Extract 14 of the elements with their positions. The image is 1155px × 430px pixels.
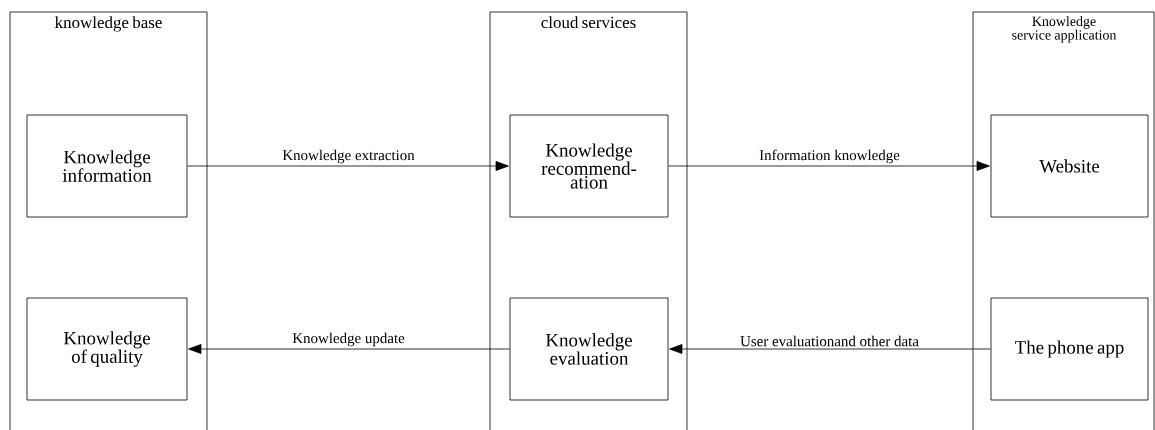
process-box: Website xyxy=(990,114,1149,218)
arrow xyxy=(669,344,991,354)
process-box: Knowledge information xyxy=(26,114,188,218)
edge-label: Information knowledge xyxy=(759,149,900,164)
process-box: Knowledge recommend-ation xyxy=(509,114,669,218)
edge-label: Knowledge extraction xyxy=(282,149,415,164)
edge-label: User evaluationand other data xyxy=(740,335,919,347)
arrow xyxy=(668,161,990,171)
edge-label: Knowledge update xyxy=(292,332,405,347)
process-box: Knowledge of quality xyxy=(26,297,188,401)
arrow xyxy=(188,344,510,354)
arrow xyxy=(187,161,509,171)
process-box: Knowledge evaluation xyxy=(509,297,669,401)
process-box: The phone app xyxy=(990,297,1149,401)
